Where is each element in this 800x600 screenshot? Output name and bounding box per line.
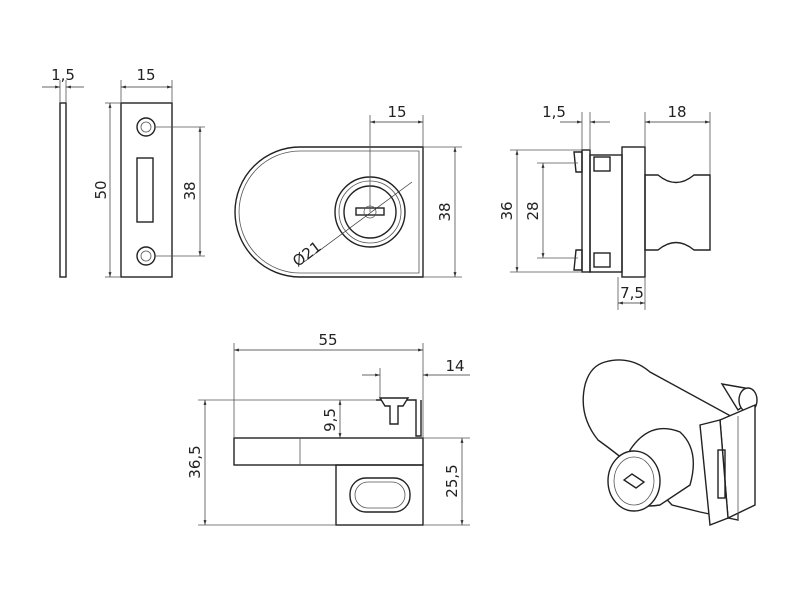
lock-side-view: 1,5 18 36 28 7,5: [498, 103, 711, 310]
dim-strike-height: 50: [92, 180, 110, 199]
dim-knob-depth: 18: [667, 103, 686, 121]
dim-bottom-length: 55: [318, 331, 337, 349]
dim-side-height: 36: [498, 201, 516, 220]
lock-front-view: 15 38 Ø21: [234, 103, 462, 278]
dim-front-height: 38: [436, 202, 454, 221]
strike-plate-view: 15 50 38: [92, 66, 205, 278]
dim-total-height: 36,5: [186, 445, 204, 478]
dim-screw-offset: 14: [445, 357, 464, 375]
dim-plate-thickness: 1,5: [51, 66, 75, 84]
dim-pin-spacing: 28: [524, 201, 542, 220]
dim-hole-spacing: 38: [181, 181, 199, 200]
dim-cylinder-diameter: Ø21: [289, 238, 325, 271]
dim-block-depth: 7,5: [620, 284, 644, 302]
lock-bottom-view: 55 14 36,5 9,5 25,5: [186, 331, 470, 526]
dim-screw-height: 9,5: [321, 408, 339, 432]
dim-strike-width: 15: [136, 66, 155, 84]
lock-isometric-view: [582, 359, 758, 526]
dim-front-offset: 15: [387, 103, 406, 121]
dim-side-plate-thickness: 1,5: [542, 103, 566, 121]
dim-block-height: 25,5: [443, 464, 461, 497]
thin-plate-view: 1,5: [42, 66, 84, 278]
